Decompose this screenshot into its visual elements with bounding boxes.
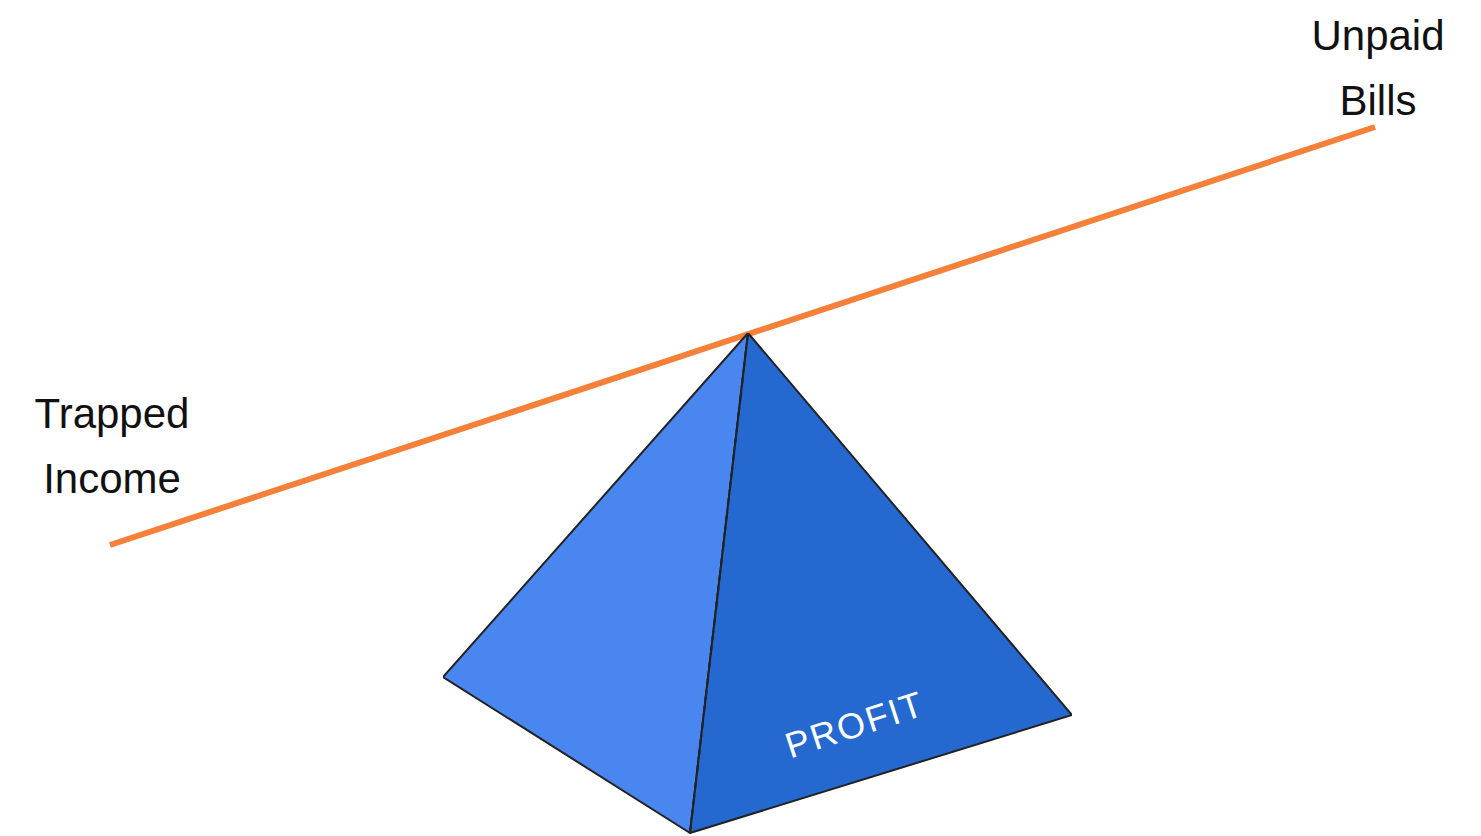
pyramid-right-face [690, 333, 1072, 833]
side-label: Unpaid Bills [1288, 3, 1468, 133]
hidden-edge [690, 333, 748, 833]
side-label: Trapped Income [2, 381, 222, 511]
pyramid-fulcrum: PROFIT [443, 333, 1072, 835]
pyramid-shape [443, 333, 1072, 835]
